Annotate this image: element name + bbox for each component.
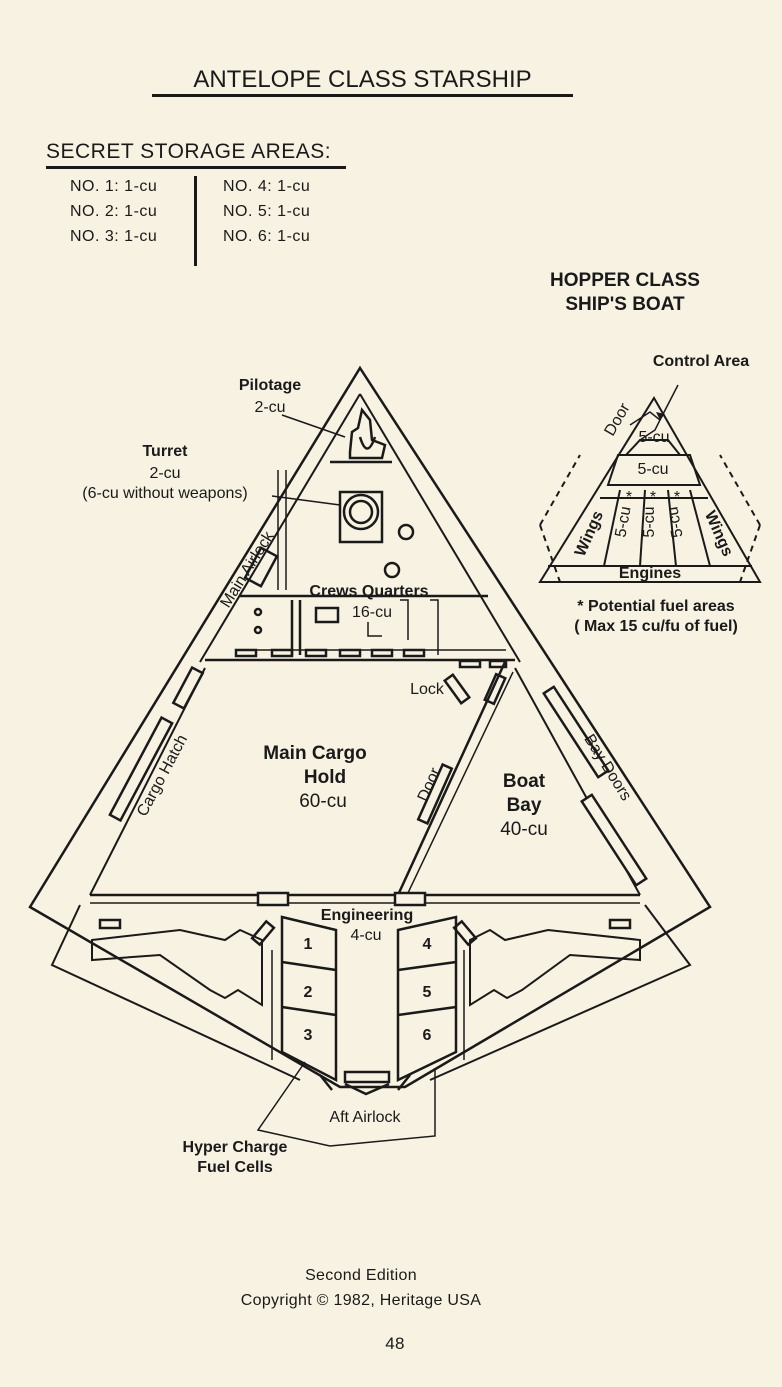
boat-bay-label-line2: Bay [506,795,542,816]
boat-bay-label-line1: Boat [502,771,546,792]
pilotage-shape [348,407,387,460]
secret-item-1: NO. 1: 1-cu [70,178,158,195]
fuel-cell-5: 5 [422,984,432,1001]
page-title: ANTELOPE CLASS STARSHIP [193,66,532,93]
secret-storage-underline [46,166,346,169]
main-airlock-shape [243,546,279,588]
hopper-fuel-star-1: * [625,489,633,506]
hopper-title-line2: SHIP'S BOAT [565,294,685,315]
fuel-cell-2: 2 [303,984,313,1001]
engine-shape-right [469,928,641,1007]
turret-size: 2-cu [149,465,181,482]
fuel-cell-1: 1 [303,936,313,953]
pilotage-label: Pilotage [238,377,302,394]
main-cargo-hold-label-line2: Hold [303,767,347,788]
engineering-label: Engineering [320,907,414,924]
engineering-boundary [50,904,692,1081]
secret-item-5: NO. 5: 1-cu [223,203,311,220]
hopper-outline [538,396,762,583]
main-cargo-hold-label-line1: Main Cargo [263,743,367,764]
hopper-note-line2: ( Max 15 cu/fu of fuel) [574,618,738,635]
fuel-cell-3: 3 [303,1027,313,1044]
title-underline [152,94,573,97]
crews-quarters-size: 16-cu [351,604,393,621]
turret-note: (6-cu without weapons) [82,485,248,502]
turret-label: Turret [142,443,188,460]
edition-text: Second Edition [305,1267,417,1284]
aft-airlock-shape [343,1070,391,1084]
page-number: 48 [385,1334,405,1353]
boat-bay-size: 40-cu [500,819,548,840]
hopper-title: HOPPER CLASS SHIP'S BOAT [520,269,730,317]
main-cargo-hold-size: 60-cu [299,791,347,812]
engineering-size: 4-cu [350,927,382,944]
hopper-fuel-area-2: 5-cu [641,506,658,538]
hopper-fuel-star-3: * [673,489,681,506]
fuel-cell-4: 4 [422,936,432,953]
hopper-cabin-size: 5-cu [637,461,669,478]
copyright-text: Copyright © 1982, Heritage USA [240,1292,482,1309]
secret-storage-divider [194,176,197,266]
hopper-fuel-star-2: * [649,489,657,506]
hyper-charge-label-line1: Hyper Charge [182,1139,288,1156]
turret-shape [338,490,384,544]
fuel-cell-6: 6 [422,1027,432,1044]
crews-quarters-label: Crews Quarters [309,583,429,600]
engine-shape-left [91,928,263,1007]
secret-item-4: NO. 4: 1-cu [223,178,311,195]
secret-item-6: NO. 6: 1-cu [223,228,311,245]
lock-label: Lock [410,681,444,698]
pilotage-size: 2-cu [254,399,286,416]
hopper-engines-label: Engines [618,565,682,582]
antelope-inner-hull [199,393,521,663]
hopper-control-size: 5-cu [638,429,670,446]
secret-item-3: NO. 3: 1-cu [70,228,158,245]
aft-airlock-label: Aft Airlock [329,1109,401,1126]
secret-item-2: NO. 2: 1-cu [70,203,158,220]
antelope-hull-outline [28,365,712,1089]
secret-storage-heading: SECRET STORAGE AREAS: [46,140,332,163]
hopper-control-area-label: Control Area [652,353,750,370]
fuel-cells-right [396,915,458,1082]
hopper-note-line1: * Potential fuel areas [577,598,735,615]
hyper-charge-label-line2: Fuel Cells [197,1159,273,1176]
hopper-title-line1: HOPPER CLASS [550,270,700,291]
